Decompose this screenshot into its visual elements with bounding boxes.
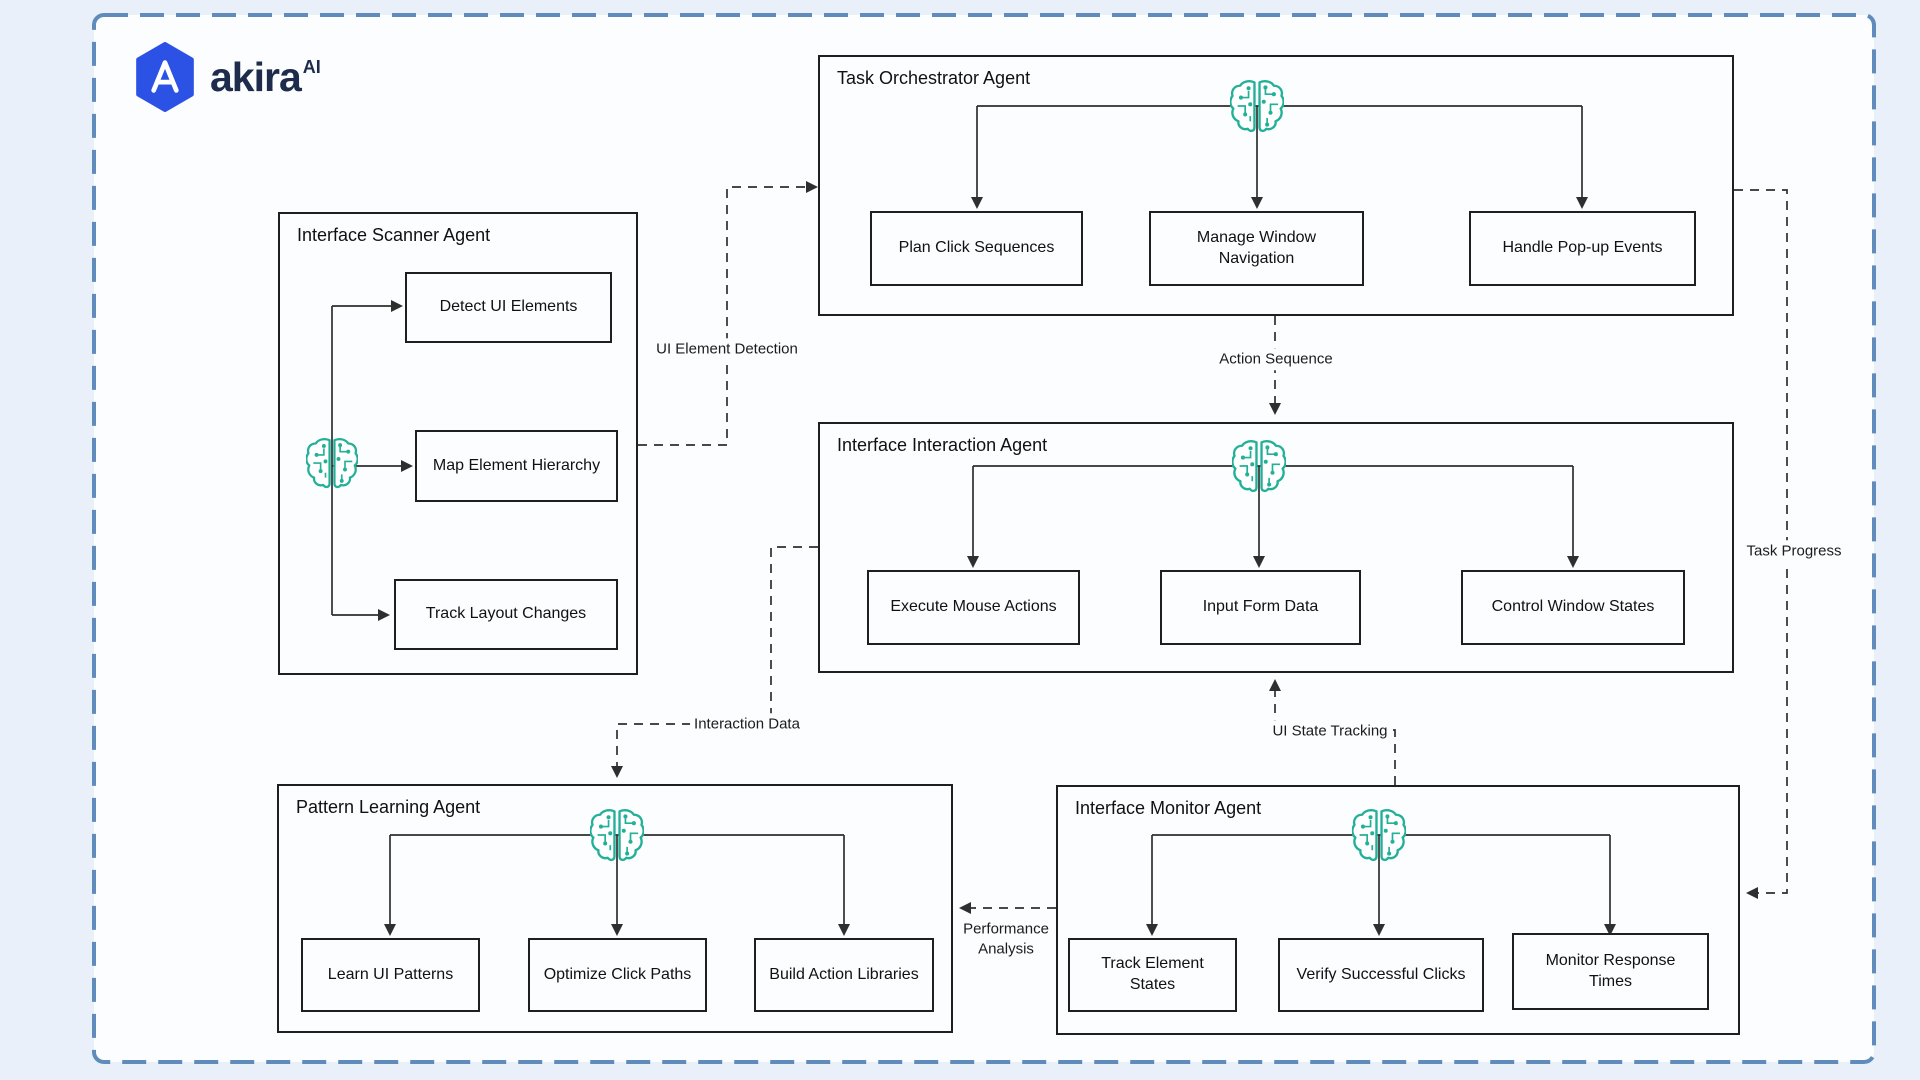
agent-title-interface-scanner: Interface Scanner Agent	[297, 225, 491, 245]
subbox-handle-popup-events: Handle Pop-up Events	[1469, 211, 1696, 286]
subbox-track-element-states: Track Element States	[1068, 938, 1237, 1012]
agent-box-pattern-learning: Pattern Learning Agent	[277, 784, 953, 1033]
subbox-execute-mouse-actions: Execute Mouse Actions	[867, 570, 1080, 645]
subbox-plan-click-sequences: Plan Click Sequences	[870, 211, 1083, 286]
subbox-learn-ui-patterns: Learn UI Patterns	[301, 938, 480, 1012]
agent-title-task-orchestrator: Task Orchestrator Agent	[837, 68, 1031, 88]
subbox-build-action-libraries: Build Action Libraries	[754, 938, 934, 1012]
subbox-control-window-states: Control Window States	[1461, 570, 1685, 645]
connector-label-ui-element-detection: UI Element Detection	[652, 338, 802, 360]
subbox-detect-ui-elements: Detect UI Elements	[405, 272, 612, 343]
subbox-optimize-click-paths: Optimize Click Paths	[528, 938, 707, 1012]
subbox-verify-successful-clicks: Verify Successful Clicks	[1278, 938, 1484, 1012]
connector-label-interaction-data: Interaction Data	[690, 713, 804, 735]
ai-brain-icon	[1232, 440, 1286, 493]
subbox-map-element-hierarchy: Map Element Hierarchy	[415, 430, 618, 502]
logo-superscript: AI	[302, 56, 321, 77]
agent-title-interface-interaction: Interface Interaction Agent	[837, 435, 1048, 455]
subbox-manage-window-navigation: Manage Window Navigation	[1149, 211, 1364, 286]
ai-brain-icon	[1230, 80, 1284, 133]
ai-brain-icon	[590, 809, 644, 862]
subbox-monitor-response-times: Monitor Response Times	[1512, 933, 1709, 1010]
connector-label-performance-analysis: Performance Analysis	[959, 918, 1053, 960]
agent-title-interface-monitor: Interface Monitor Agent	[1075, 798, 1262, 818]
connector-label-action-sequence: Action Sequence	[1215, 348, 1337, 370]
diagram-frame	[92, 13, 1876, 1064]
agent-box-interface-interaction: Interface Interaction Agent	[818, 422, 1734, 673]
agent-box-interface-monitor: Interface Monitor Agent	[1056, 785, 1740, 1035]
solid-arrowheads	[378, 197, 1616, 936]
connector-label-ui-state-tracking: UI State Tracking	[1268, 720, 1392, 742]
akira-hexagon-icon	[136, 42, 194, 112]
performance-analysis-line2: Analysis	[978, 940, 1034, 957]
subbox-track-layout-changes: Track Layout Changes	[394, 579, 618, 650]
agent-box-task-orchestrator: Task Orchestrator Agent	[818, 55, 1734, 316]
agent-title-pattern-learning: Pattern Learning Agent	[296, 797, 481, 817]
connector-label-task-progress: Task Progress	[1742, 540, 1846, 562]
performance-analysis-line1: Performance	[963, 920, 1049, 938]
subbox-input-form-data: Input Form Data	[1160, 570, 1361, 645]
agent-box-interface-scanner: Interface Scanner Agent	[278, 212, 638, 675]
logo-brand: akira	[210, 53, 302, 100]
ai-brain-icon	[1352, 809, 1406, 862]
dashed-arrowheads	[611, 181, 1758, 914]
ai-brain-icon	[306, 437, 358, 489]
